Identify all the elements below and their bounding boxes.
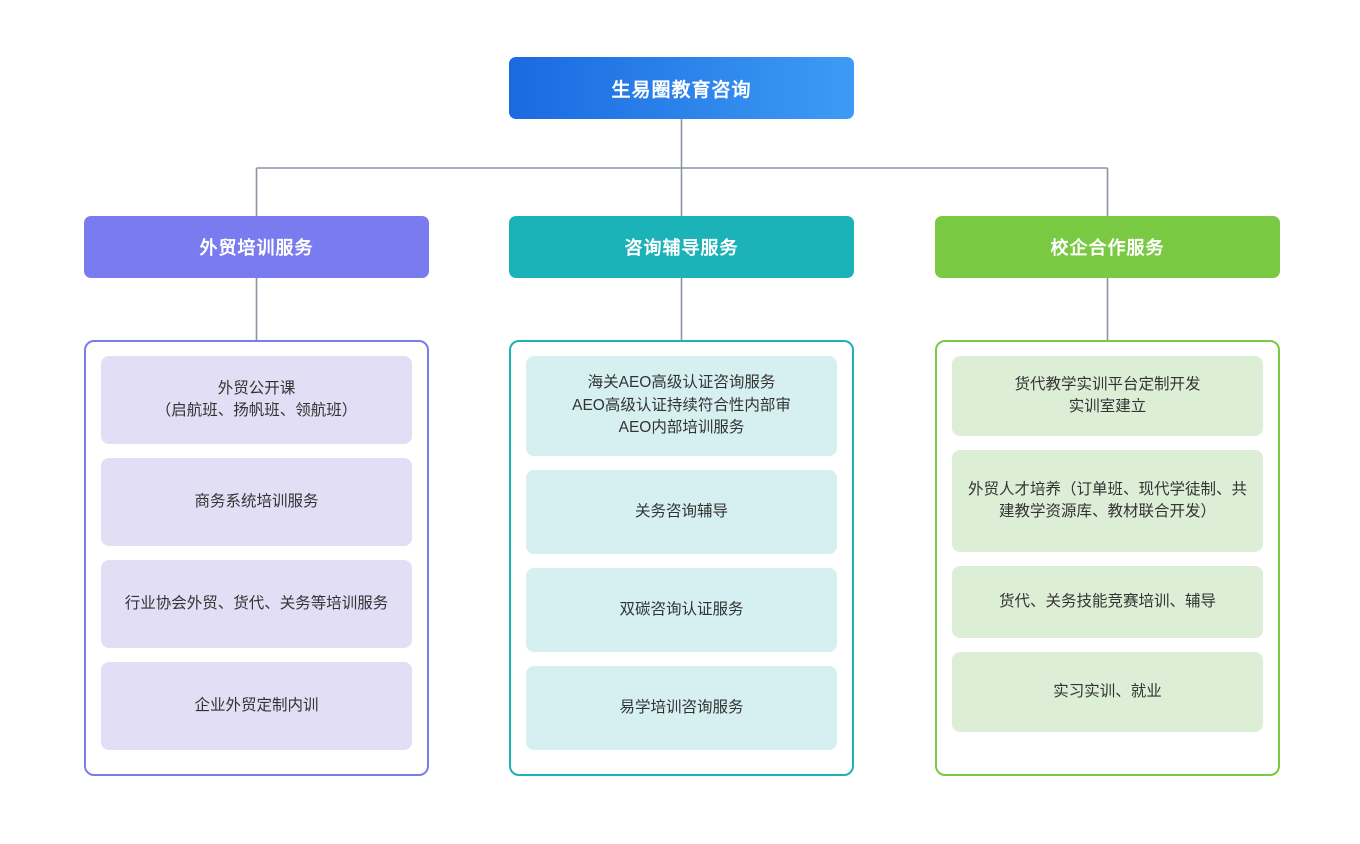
branch-column-1: 外贸培训服务 外贸公开课 （启航班、扬帆班、领航班） 商务系统培训服务 行业协会…	[84, 216, 429, 776]
root-node[interactable]: 生易圈教育咨询	[509, 57, 854, 119]
root-node-label: 生易圈教育咨询	[611, 79, 752, 101]
leaf-item[interactable]: 企业外贸定制内训	[101, 662, 412, 750]
branch-body-3: 货代教学实训平台定制开发 实训室建立 外贸人才培养（订单班、现代学徒制、共建教学…	[935, 340, 1280, 776]
leaf-item[interactable]: 外贸人才培养（订单班、现代学徒制、共建教学资源库、教材联合开发）	[952, 450, 1263, 552]
leaf-item[interactable]: 商务系统培训服务	[101, 458, 412, 546]
leaf-item[interactable]: 双碳咨询认证服务	[526, 568, 837, 652]
branch-header-label-3: 校企合作服务	[1050, 238, 1165, 258]
leaf-item[interactable]: 外贸公开课 （启航班、扬帆班、领航班）	[101, 356, 412, 444]
branch-header-1[interactable]: 外贸培训服务	[84, 216, 429, 278]
leaf-item[interactable]: 行业协会外贸、货代、关务等培训服务	[101, 560, 412, 648]
branch-column-3: 校企合作服务 货代教学实训平台定制开发 实训室建立 外贸人才培养（订单班、现代学…	[935, 216, 1280, 776]
branch-header-3[interactable]: 校企合作服务	[935, 216, 1280, 278]
branch-header-label-2: 咨询辅导服务	[624, 238, 739, 258]
leaf-item[interactable]: 海关AEO高级认证咨询服务 AEO高级认证持续符合性内部审 AEO内部培训服务	[526, 356, 837, 456]
leaf-item[interactable]: 货代、关务技能竞赛培训、辅导	[952, 566, 1263, 638]
branch-column-2: 咨询辅导服务 海关AEO高级认证咨询服务 AEO高级认证持续符合性内部审 AEO…	[509, 216, 854, 776]
branch-header-2[interactable]: 咨询辅导服务	[509, 216, 854, 278]
leaf-item[interactable]: 实习实训、就业	[952, 652, 1263, 732]
leaf-item[interactable]: 关务咨询辅导	[526, 470, 837, 554]
branch-body-1: 外贸公开课 （启航班、扬帆班、领航班） 商务系统培训服务 行业协会外贸、货代、关…	[84, 340, 429, 776]
branch-header-label-1: 外贸培训服务	[199, 238, 314, 258]
leaf-item[interactable]: 货代教学实训平台定制开发 实训室建立	[952, 356, 1263, 436]
leaf-item[interactable]: 易学培训咨询服务	[526, 666, 837, 750]
branch-body-2: 海关AEO高级认证咨询服务 AEO高级认证持续符合性内部审 AEO内部培训服务 …	[509, 340, 854, 776]
